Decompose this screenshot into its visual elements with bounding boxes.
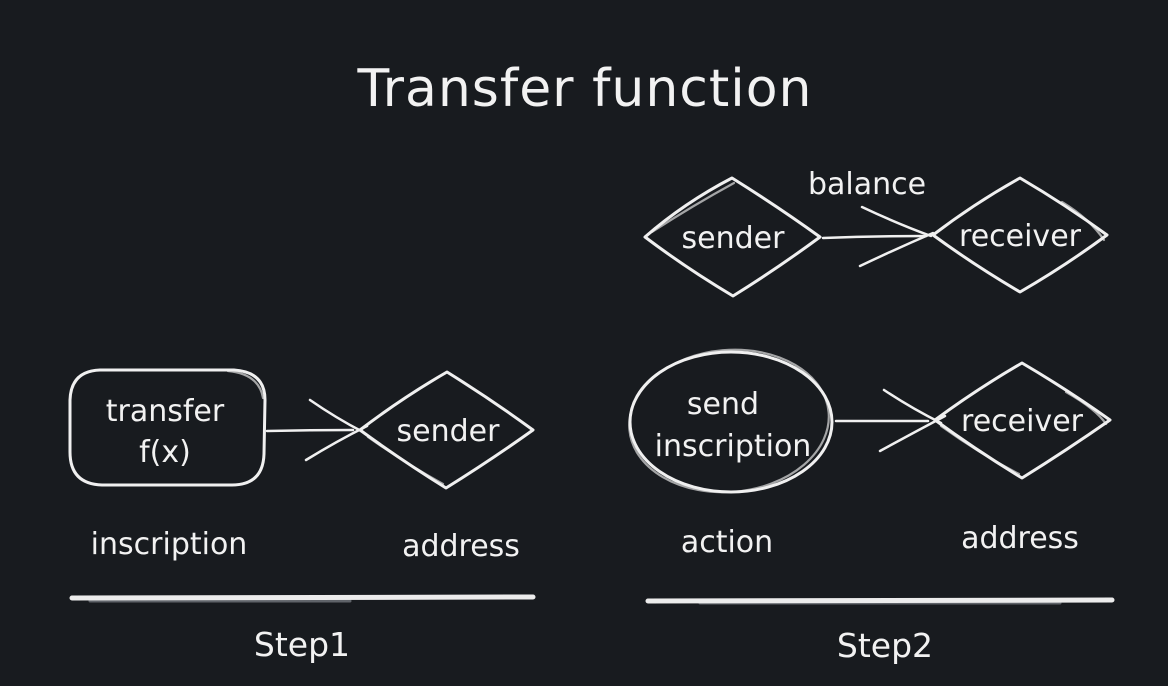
balance-sender-label: sender: [682, 221, 786, 256]
balance-receiver-diamond: [931, 176, 1109, 294]
balance-receiver-label: receiver: [959, 219, 1082, 254]
balance-arrow: [821, 205, 935, 268]
step1-diamond-caption: address: [402, 529, 520, 564]
send-inscription-line1: send: [687, 387, 759, 422]
step2-arrowhead-upper: [882, 388, 943, 425]
step2-diamond-caption: address: [961, 521, 1079, 556]
balance-arrowhead-lower: [858, 231, 935, 268]
step2-divider: [645, 597, 1115, 604]
balance-receiver-diamond-sketch: [1060, 200, 1106, 242]
step1-arrowhead-upper: [308, 398, 365, 434]
step1-arrow: [265, 398, 369, 462]
step1-arrow-shaft: [265, 428, 355, 433]
transfer-box-line1: transfer: [106, 394, 225, 429]
transfer-box-sketch: [226, 369, 265, 400]
balance-sender-diamond-sketch: [650, 181, 736, 234]
balance-arrow-label: balance: [808, 167, 926, 202]
step1-divider: [69, 594, 536, 601]
step2-arrow: [834, 388, 947, 453]
transfer-box-line2: f(x): [139, 435, 191, 470]
transfer-box: [68, 368, 267, 487]
send-inscription-ellipse-sketch: [628, 348, 830, 494]
send-inscription-line2: inscription: [655, 429, 812, 464]
step1-box-caption: inscription: [91, 527, 248, 562]
balance-sender-diamond: [643, 176, 822, 298]
step2-group: send inscription receiver action address…: [628, 348, 1115, 665]
step2-label: Step2: [837, 626, 933, 665]
balance-arrow-shaft: [821, 234, 928, 240]
step1-sender-label: sender: [397, 414, 501, 449]
step1-group: transfer f(x) sender inscription address…: [68, 368, 536, 664]
step2-receiver-diamond-sketch: [939, 390, 1108, 476]
step2-arrowhead-lower: [878, 414, 947, 453]
diagram-title: Transfer function: [356, 59, 812, 119]
step2-ellipse-caption: action: [681, 525, 773, 560]
step1-sender-diamond-sketch: [366, 435, 445, 486]
balance-flow-group: sender balance receiver: [643, 167, 1109, 298]
step1-label: Step1: [254, 625, 350, 664]
step2-receiver-label: receiver: [961, 404, 1084, 439]
balance-arrowhead-upper: [860, 205, 933, 238]
